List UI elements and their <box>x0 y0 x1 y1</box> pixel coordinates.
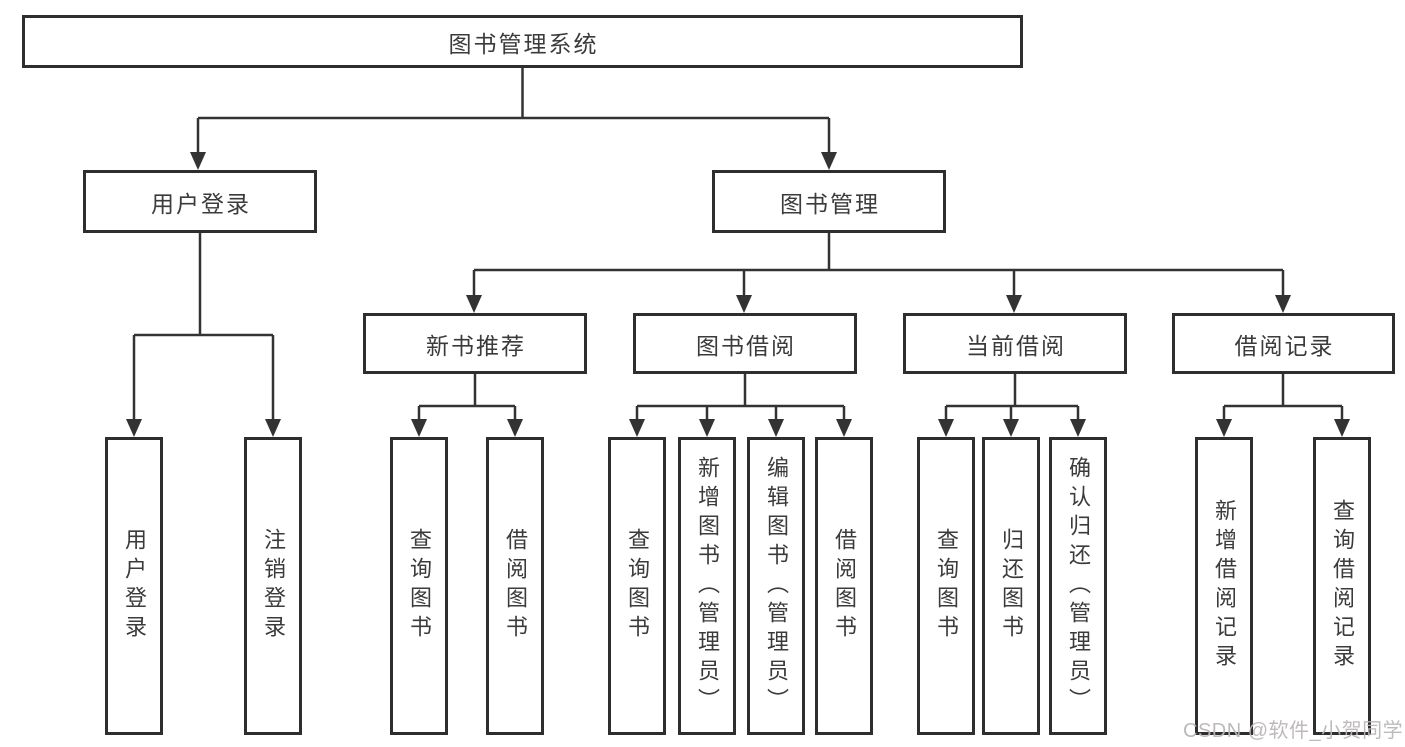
leaf-current-query-books: 查询图书 <box>917 437 975 735</box>
leaf-borrow-edit-books-admin: 编辑图书（管理员） <box>747 437 805 735</box>
leaf-logout: 注销登录 <box>244 437 302 735</box>
arrowheads <box>126 152 1350 437</box>
leaf-current-confirm-return-admin: 确认归还（管理员） <box>1049 437 1107 735</box>
leaf-current-return-books: 归还图书 <box>982 437 1040 735</box>
leaf-borrow-borrow-books: 借阅图书 <box>815 437 873 735</box>
node-book-management: 图书管理 <box>712 170 946 233</box>
leaf-borrow-query-books: 查询图书 <box>608 437 666 735</box>
node-user-login: 用户登录 <box>83 170 317 233</box>
leaf-user-login: 用户登录 <box>105 437 163 735</box>
leaf-records-query-record: 查询借阅记录 <box>1313 437 1371 735</box>
node-system-title: 图书管理系统 <box>22 15 1023 68</box>
node-book-borrowing: 图书借阅 <box>633 313 857 374</box>
node-borrowing-records: 借阅记录 <box>1172 313 1395 374</box>
csdn-watermark: CSDN @软件_小贺同学 <box>1183 720 1404 742</box>
leaf-newbooks-borrow-books: 借阅图书 <box>486 437 544 735</box>
leaf-records-add-record: 新增借阅记录 <box>1195 437 1253 735</box>
leaf-newbooks-query-books: 查询图书 <box>390 437 448 735</box>
node-new-book-recommend: 新书推荐 <box>363 313 587 374</box>
node-current-borrowing: 当前借阅 <box>903 313 1127 374</box>
leaf-borrow-add-books-admin: 新增图书（管理员） <box>678 437 736 735</box>
